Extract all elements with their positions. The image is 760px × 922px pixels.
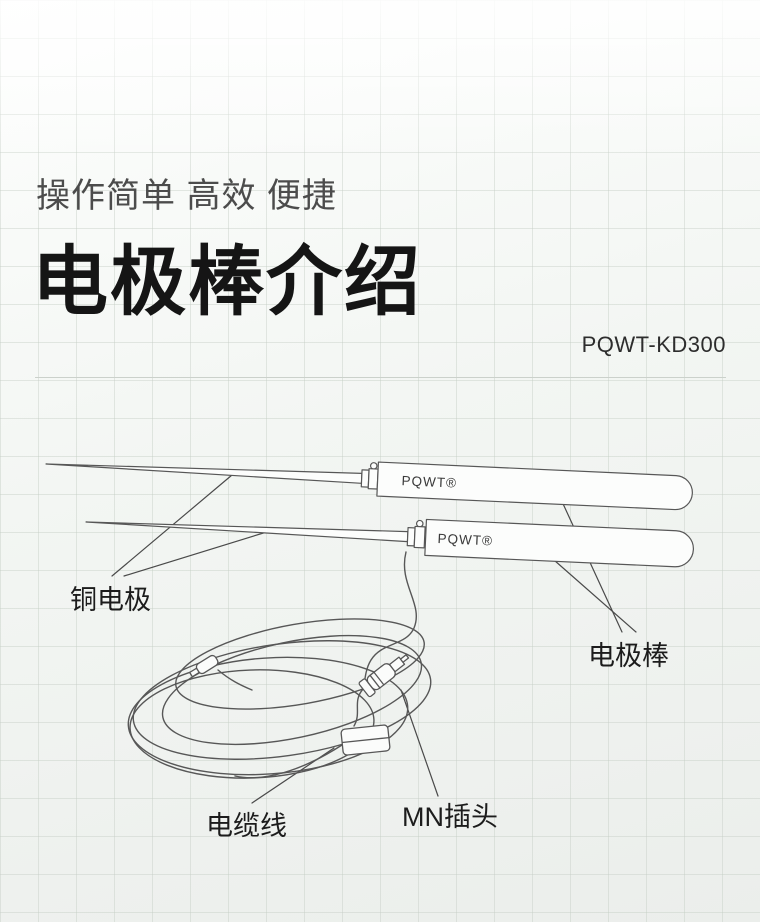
subtitle: 操作简单 高效 便捷: [36, 177, 337, 215]
copper-electrode-spike-top: [45, 463, 363, 484]
label-electrode-rod: 电极棒: [588, 641, 669, 671]
leader-copper-electrode-bottom: [123, 530, 271, 577]
model-number: PQWT-KD300: [581, 332, 726, 357]
label-cable: 电缆线: [206, 811, 287, 841]
divider-line: [35, 377, 726, 378]
rod-body-top: [376, 461, 693, 511]
cable-coil: [127, 551, 432, 779]
leader-electrode-rod-bottom: [545, 552, 637, 633]
label-mn-plug: MN插头: [402, 802, 498, 832]
brand-label-top: PQWT®: [401, 473, 457, 491]
cable-end-connector: [189, 654, 219, 678]
cable-inline-box: [340, 724, 391, 756]
electrode-rod-top: PQWT®: [45, 461, 693, 511]
mn-plug-shape: [358, 654, 410, 698]
rod-body-bottom: [424, 518, 694, 568]
leader-lines: [111, 474, 637, 804]
brand-label-bottom: PQWT®: [437, 531, 493, 549]
label-copper-electrode: 铜电极: [70, 585, 151, 615]
page-title: 电极棒介绍: [32, 240, 422, 325]
electrode-rod-bottom: PQWT®: [85, 518, 694, 568]
